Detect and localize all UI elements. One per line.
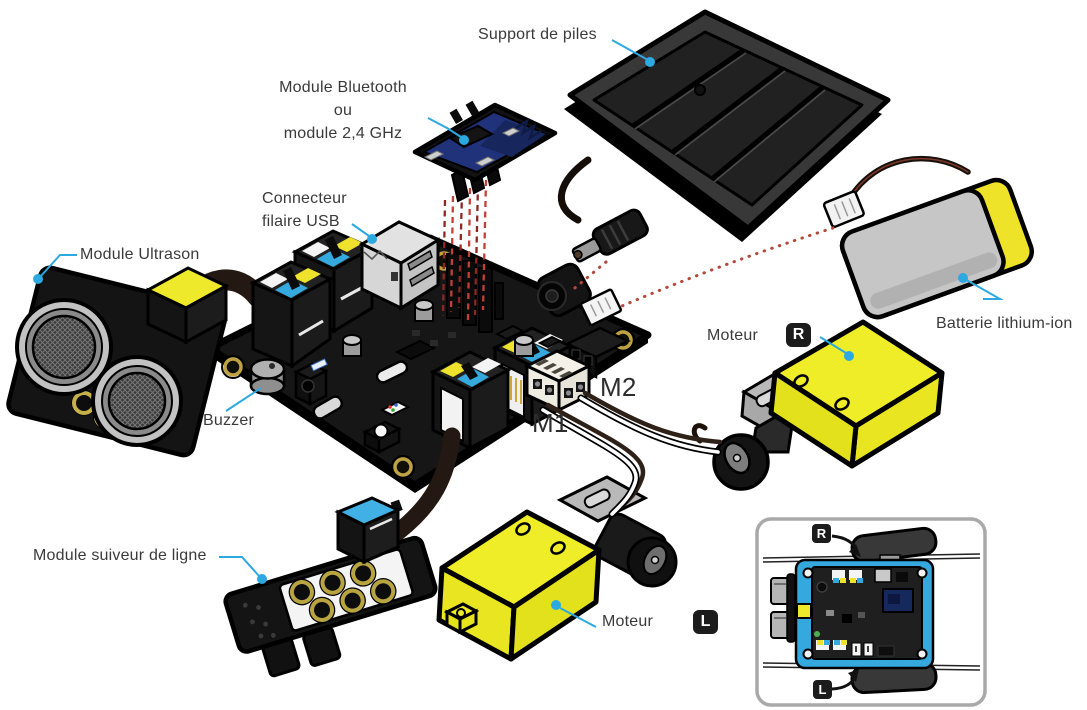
label-motor-left: Moteur xyxy=(602,613,653,630)
callout-battery-holder xyxy=(611,39,649,61)
line-follower-connector xyxy=(334,496,403,565)
callout-motor-right xyxy=(819,336,847,354)
label-bluetooth-line2: ou xyxy=(333,102,353,119)
rgb-led xyxy=(379,400,411,417)
rj25-port-rear-1 xyxy=(249,260,334,374)
callout-usb xyxy=(351,223,370,237)
label-buzzer: Buzzer xyxy=(203,412,254,429)
inset-ultrasonic xyxy=(770,573,796,643)
badge-motor-left: L xyxy=(693,610,718,634)
jst-connector xyxy=(579,288,623,327)
label-usb-line2: filaire USB xyxy=(262,213,340,230)
motor-right-illustration xyxy=(691,319,945,491)
line-follower-illustration xyxy=(223,496,438,678)
label-port-m1: M1 xyxy=(532,408,569,438)
callout-lines xyxy=(39,39,1004,628)
bluetooth-pin-dashed-lines xyxy=(441,179,488,321)
label-motor-right: Moteur xyxy=(707,327,758,344)
inset-pcb-components xyxy=(814,568,914,657)
label-port-m2: M2 xyxy=(600,372,637,402)
callout-ultrasonic xyxy=(39,254,77,278)
motor-left-stud xyxy=(443,602,480,635)
label-usb-line1: Connecteur xyxy=(262,190,347,207)
chip xyxy=(394,339,437,361)
ultrasonic-transducer-front xyxy=(91,355,183,447)
ir-receiver xyxy=(293,362,329,407)
ultrasonic-transducer-rear xyxy=(15,298,113,396)
lithium-battery-illustration xyxy=(822,155,1034,320)
label-battery-holder: Support de piles xyxy=(478,26,597,43)
label-bluetooth-module: Module Bluetooth ou module 2,4 GHz xyxy=(262,76,424,145)
label-bluetooth-line1: Module Bluetooth xyxy=(279,79,407,96)
capacitors xyxy=(342,299,534,357)
buzzer-component xyxy=(249,358,286,396)
barrel-plug xyxy=(571,208,649,263)
label-ultrasonic: Module Ultrason xyxy=(80,246,200,263)
callout-buzzer xyxy=(225,387,262,412)
callout-motor-left xyxy=(559,607,597,628)
label-line-follower: Module suiveur de ligne xyxy=(33,547,207,564)
rj25-port-front-1 xyxy=(429,350,512,451)
line-follower-ribbon-cable xyxy=(389,427,461,541)
crystal xyxy=(375,360,409,384)
battery-holder-illustration xyxy=(557,9,891,263)
motor-wires xyxy=(539,390,723,518)
mcore-board-illustration xyxy=(171,220,652,541)
label-usb-connector: Connecteur filaire USB xyxy=(262,187,347,233)
usb-connector xyxy=(358,220,442,311)
assembled-robot-inset xyxy=(755,517,987,707)
power-jack xyxy=(536,262,592,318)
label-bluetooth-line3: module 2,4 GHz xyxy=(283,125,403,142)
inset-badge-left: L xyxy=(813,680,832,699)
label-battery: Batterie lithium-ion xyxy=(936,315,1073,332)
inset-badge-right: R xyxy=(812,524,831,543)
motor-terminal-block xyxy=(523,349,593,413)
callout-bluetooth xyxy=(427,117,462,138)
power-dotted-lines xyxy=(568,226,835,308)
callout-dots xyxy=(33,57,968,610)
button xyxy=(362,420,402,455)
callout-battery xyxy=(962,277,1004,300)
bluetooth-module-illustration xyxy=(412,100,558,203)
motor-right-gearmotor xyxy=(691,367,821,491)
battery-holder-cable xyxy=(557,156,592,224)
ultrasonic-module-illustration xyxy=(6,265,230,458)
battery-connector xyxy=(822,190,865,228)
motor-left-illustration xyxy=(436,475,678,662)
callout-line-follower xyxy=(219,556,260,577)
bluetooth-header-sockets xyxy=(446,253,504,333)
motor-left-gearmotor xyxy=(556,475,678,588)
badge-motor-right: R xyxy=(786,323,811,347)
